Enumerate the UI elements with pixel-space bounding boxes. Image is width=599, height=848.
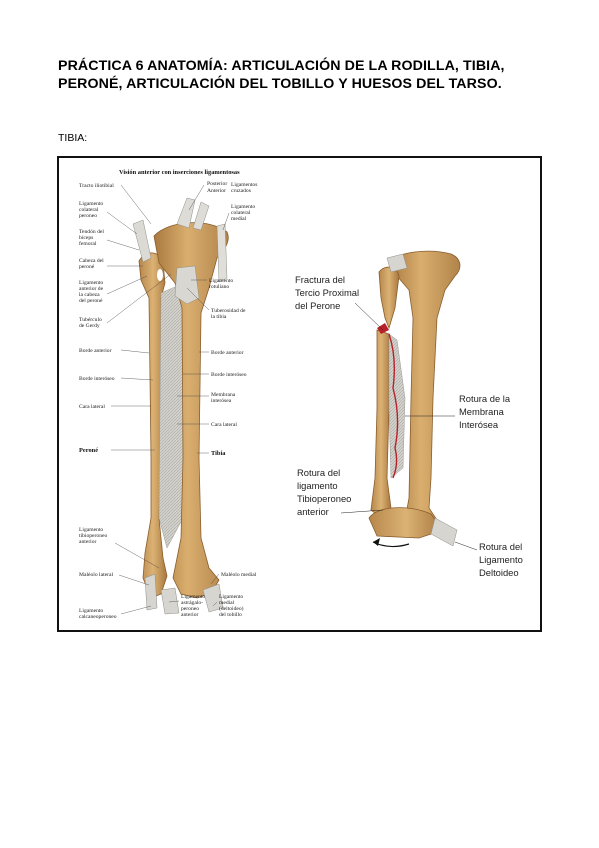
figure-frame: Visión anterior con inserciones ligament…: [57, 156, 542, 632]
anatomy-figure: Visión anterior con inserciones ligament…: [79, 169, 523, 620]
label-lig-ant-3: la cabeza: [79, 292, 100, 298]
cruciate-ligaments: [176, 197, 210, 231]
label-tracto-iliotibial: Tracto iliotibial: [79, 183, 114, 189]
label-tuberosidad-2: la tibia: [211, 314, 227, 320]
label-deltoideo-3: (deltoideo): [219, 605, 244, 612]
label-astragalo-2: astrágalo-: [181, 600, 203, 606]
label-gerdy-1: Tubérculo: [79, 317, 102, 323]
left-labels: Tracto iliotibial Ligamento colateral pe…: [79, 183, 117, 620]
label-cabeza-2: peroné: [79, 264, 95, 270]
label-lig-colateral-1: Ligamento: [79, 201, 103, 207]
label-col-medial-2: colateral: [231, 210, 251, 216]
membrane-tear-red: [388, 333, 399, 479]
label-rotura-deltoideo-2: Ligamento: [479, 554, 523, 565]
label-tuberosidad-1: Tuberosidad de: [211, 308, 246, 314]
label-cara-lateral-r: Cara lateral: [211, 422, 237, 428]
label-maleolo-lateral: Maléolo lateral: [79, 572, 113, 578]
label-deltoideo-2: medial: [219, 600, 235, 606]
label-rotura-tibioperoneo-4: anterior: [297, 506, 329, 517]
label-cruzados-1: Ligamentos: [231, 182, 257, 188]
fracture-red: [377, 323, 389, 334]
label-tibioperoneo-1: Ligamento: [79, 527, 103, 533]
label-rotura-membrana-1: Rotura de la: [459, 393, 511, 404]
label-deltoideo-4: del tobillo: [219, 612, 242, 618]
label-biceps-1: Tendón del: [79, 229, 104, 235]
label-calcaneoperoneo-1: Ligamento: [79, 608, 103, 614]
label-cruzados-2: cruzados: [231, 188, 251, 194]
label-tibioperoneo-2: tibioperoneo: [79, 533, 107, 539]
left-leader-lines: [106, 184, 230, 615]
label-cara-lateral-l: Cara lateral: [79, 404, 105, 410]
label-astragalo-4: anterior: [181, 612, 199, 618]
label-col-medial-3: medial: [231, 216, 247, 222]
label-lig-colateral-2: colateral: [79, 207, 99, 213]
fibula-lower-shaft: [370, 329, 392, 519]
right-illustration: Fractura del Tercio Proximal del Perone …: [295, 250, 523, 578]
right-labels: Posterior Anterior Ligamentos cruzados L…: [181, 181, 257, 618]
label-col-medial-1: Ligamento: [231, 204, 255, 210]
label-tibioperoneo-3: anterior: [79, 539, 97, 545]
label-lig-ant-1: Ligamento: [79, 280, 103, 286]
label-fractura-2: Tercio Proximal: [295, 287, 359, 298]
rotation-arrowhead: [373, 538, 380, 546]
label-maleolo-medial: Maléolo medial: [221, 572, 257, 578]
label-anterior: Anterior: [207, 188, 226, 194]
section-label: TIBIA:: [58, 132, 88, 144]
label-fractura-1: Fractura del: [295, 274, 345, 285]
label-membrana-2: interósea: [211, 398, 232, 404]
label-calcaneoperoneo-2: calcaneoperoneo: [79, 614, 117, 620]
label-rotura-deltoideo-3: Deltoideo: [479, 567, 519, 578]
label-borde-interoseo-r: Borde interóseo: [211, 372, 247, 378]
label-borde-anterior-r: Borde anterior: [211, 350, 244, 356]
left-illustration: Visión anterior con inserciones ligament…: [79, 169, 257, 620]
knee-ligament-right: [386, 253, 408, 273]
label-borde-interoseo-l: Borde interóseo: [79, 376, 115, 382]
medial-collateral-ligament: [216, 223, 228, 283]
lateral-collateral-ligament: [132, 219, 152, 263]
label-rotuliano-1: Ligamento: [209, 278, 233, 284]
label-cabeza-1: Cabeza del: [79, 258, 104, 264]
label-posterior: Posterior: [207, 181, 227, 187]
deltoid-ligament-left: [202, 583, 224, 613]
patellar-ligament: [174, 265, 200, 305]
interosseous-membrane: [158, 282, 185, 549]
label-lig-ant-4: del peroné: [79, 298, 103, 304]
label-astragalo-1: Ligamento: [181, 594, 205, 600]
label-rotura-membrana-2: Membrana: [459, 406, 505, 417]
page-title: PRÁCTICA 6 ANATOMÍA: ARTICULACIÓN DE LA …: [58, 58, 505, 92]
left-figure-heading: Visión anterior con inserciones ligament…: [119, 169, 240, 176]
label-biceps-3: femoral: [79, 240, 97, 247]
label-gerdy-2: de Gerdy: [79, 323, 100, 329]
label-rotura-membrana-3: Interósea: [459, 419, 499, 430]
label-rotura-tibioperoneo-3: Tibioperoneo: [297, 493, 351, 504]
label-lig-ant-2: anterior de: [79, 286, 104, 292]
ankle-ligaments-left: [144, 573, 180, 615]
label-lig-colateral-3: peroneo: [79, 213, 97, 219]
label-borde-anterior-l: Borde anterior: [79, 348, 112, 354]
label-perone: Peroné: [79, 447, 98, 454]
label-fractura-3: del Perone: [295, 300, 340, 311]
fibular-head-foramen: [157, 269, 163, 281]
label-rotura-tibioperoneo-1: Rotura del: [297, 467, 340, 478]
fibula-upper-fragment: [378, 266, 400, 330]
right-leader-lines: [340, 302, 478, 551]
label-tibia: Tibia: [211, 450, 226, 457]
label-biceps-2: bíceps: [79, 235, 93, 241]
label-rotuliano-2: rotuliano: [209, 284, 229, 290]
label-rotura-tibioperoneo-2: ligamento: [297, 480, 338, 491]
label-astragalo-3: peroneo: [181, 606, 199, 612]
label-rotura-deltoideo-1: Rotura del: [479, 541, 522, 552]
label-membrana-1: Membrana: [211, 392, 236, 398]
right-figure-labels: Fractura del Tercio Proximal del Perone …: [295, 274, 523, 578]
label-deltoideo-1: Ligamento: [219, 594, 243, 600]
deltoid-ligament-right: [430, 517, 458, 547]
